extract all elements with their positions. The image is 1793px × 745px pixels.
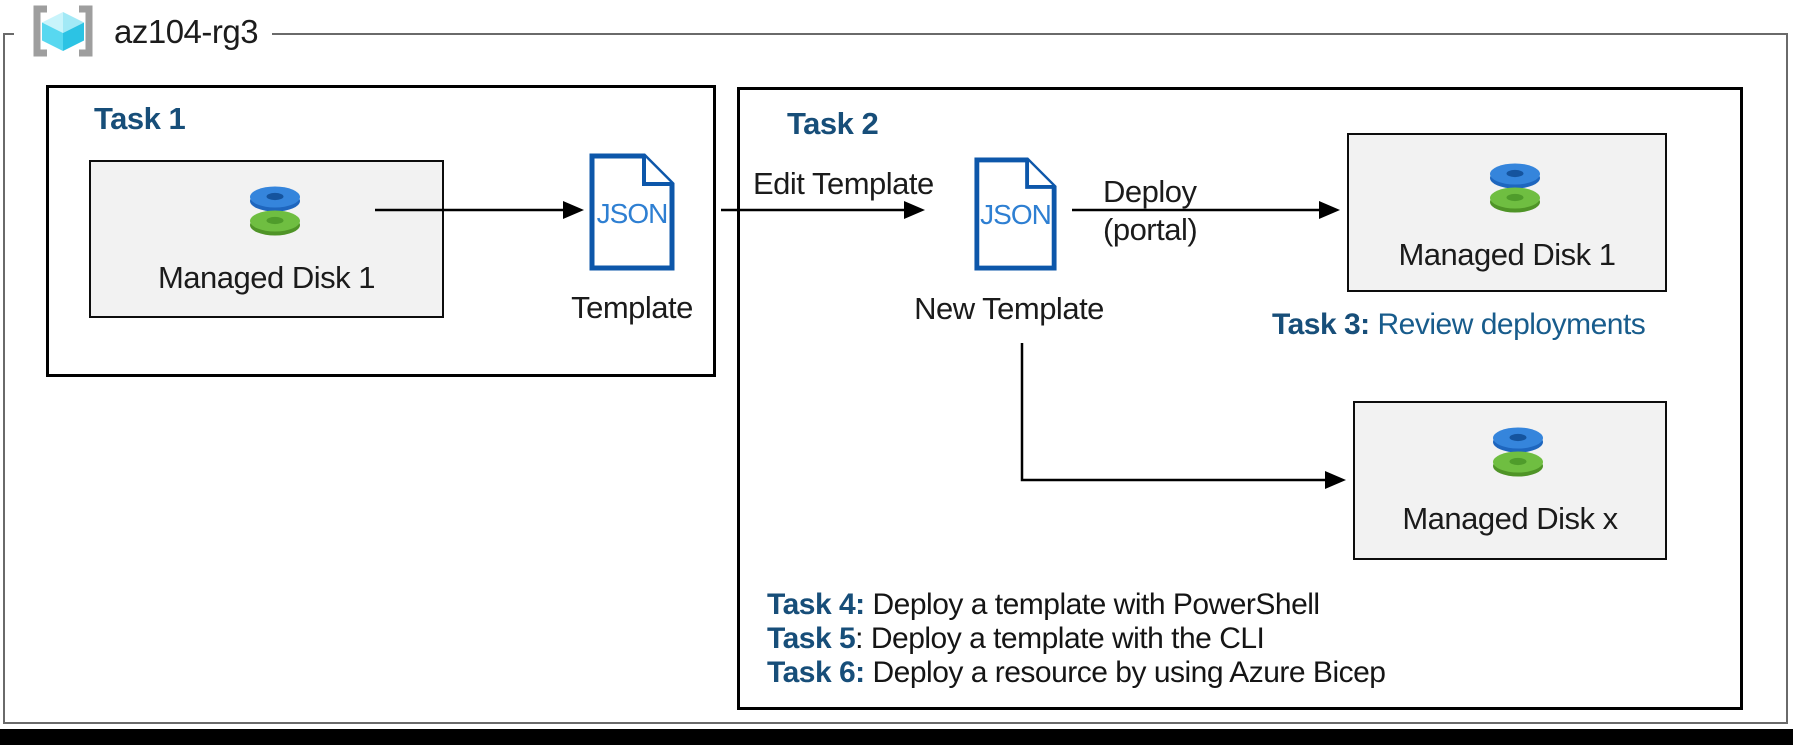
deploy-label: Deploy — [1103, 174, 1197, 209]
task4-text: Deploy a template with PowerShell — [872, 588, 1321, 621]
managed-disk-1-deployed-card: Managed Disk 1 — [1347, 133, 1667, 292]
task-list: Task 4: Deploy a template with PowerShel… — [767, 588, 1386, 690]
resource-group-legend: az104-rg3 — [14, 0, 273, 62]
task5-text: Deploy a template with the CLI — [870, 622, 1265, 655]
task4-line: Task 4: Deploy a template with PowerShel… — [767, 588, 1385, 622]
task2-title: Task 2 — [787, 106, 879, 141]
task5-line: Task 5: Deploy a template with the CLI — [767, 622, 1385, 656]
separator — [865, 588, 873, 621]
resource-group-name: az104-rg3 — [114, 13, 259, 50]
bottom-black-bar — [0, 729, 1793, 745]
deploy-portal-label: (portal) — [1103, 212, 1198, 247]
template-label: Template — [571, 290, 693, 325]
managed-disk-icon — [247, 184, 303, 241]
task6-line: Task 6: Deploy a resource by using Azure… — [767, 656, 1386, 690]
task5-label: Task 5 — [767, 622, 856, 655]
managed-disk-1-label: Managed Disk 1 — [157, 260, 376, 295]
task3-caption: Task 3: Review deployments — [1272, 308, 1646, 342]
task3-label: Task 3: — [1272, 308, 1370, 341]
new-template-label: New Template — [914, 291, 1104, 326]
json-icon-text: JSON — [596, 198, 669, 229]
edit-template-label: Edit Template — [753, 166, 934, 201]
managed-disk-x-card: Managed Disk x — [1353, 401, 1667, 560]
separator: : — [855, 622, 871, 655]
task4-label: Task 4: — [767, 588, 865, 621]
task6-text: Deploy a resource by using Azure Bicep — [872, 656, 1386, 689]
managed-disk-1-card: Managed Disk 1 — [89, 160, 444, 318]
task3-text: Review deployments — [1369, 308, 1646, 341]
managed-disk-icon — [1487, 161, 1543, 218]
resource-group-icon — [30, 4, 96, 58]
json-template-icon: JSON — [588, 152, 676, 272]
json-icon-text: JSON — [980, 199, 1052, 230]
task6-label: Task 6: — [767, 656, 865, 689]
separator — [865, 656, 873, 689]
managed-disk-icon — [1490, 425, 1546, 482]
managed-disk-x-label: Managed Disk x — [1402, 501, 1618, 536]
task1-title: Task 1 — [94, 101, 186, 136]
managed-disk-1-label: Managed Disk 1 — [1398, 237, 1616, 272]
json-new-template-icon: JSON — [973, 155, 1058, 273]
